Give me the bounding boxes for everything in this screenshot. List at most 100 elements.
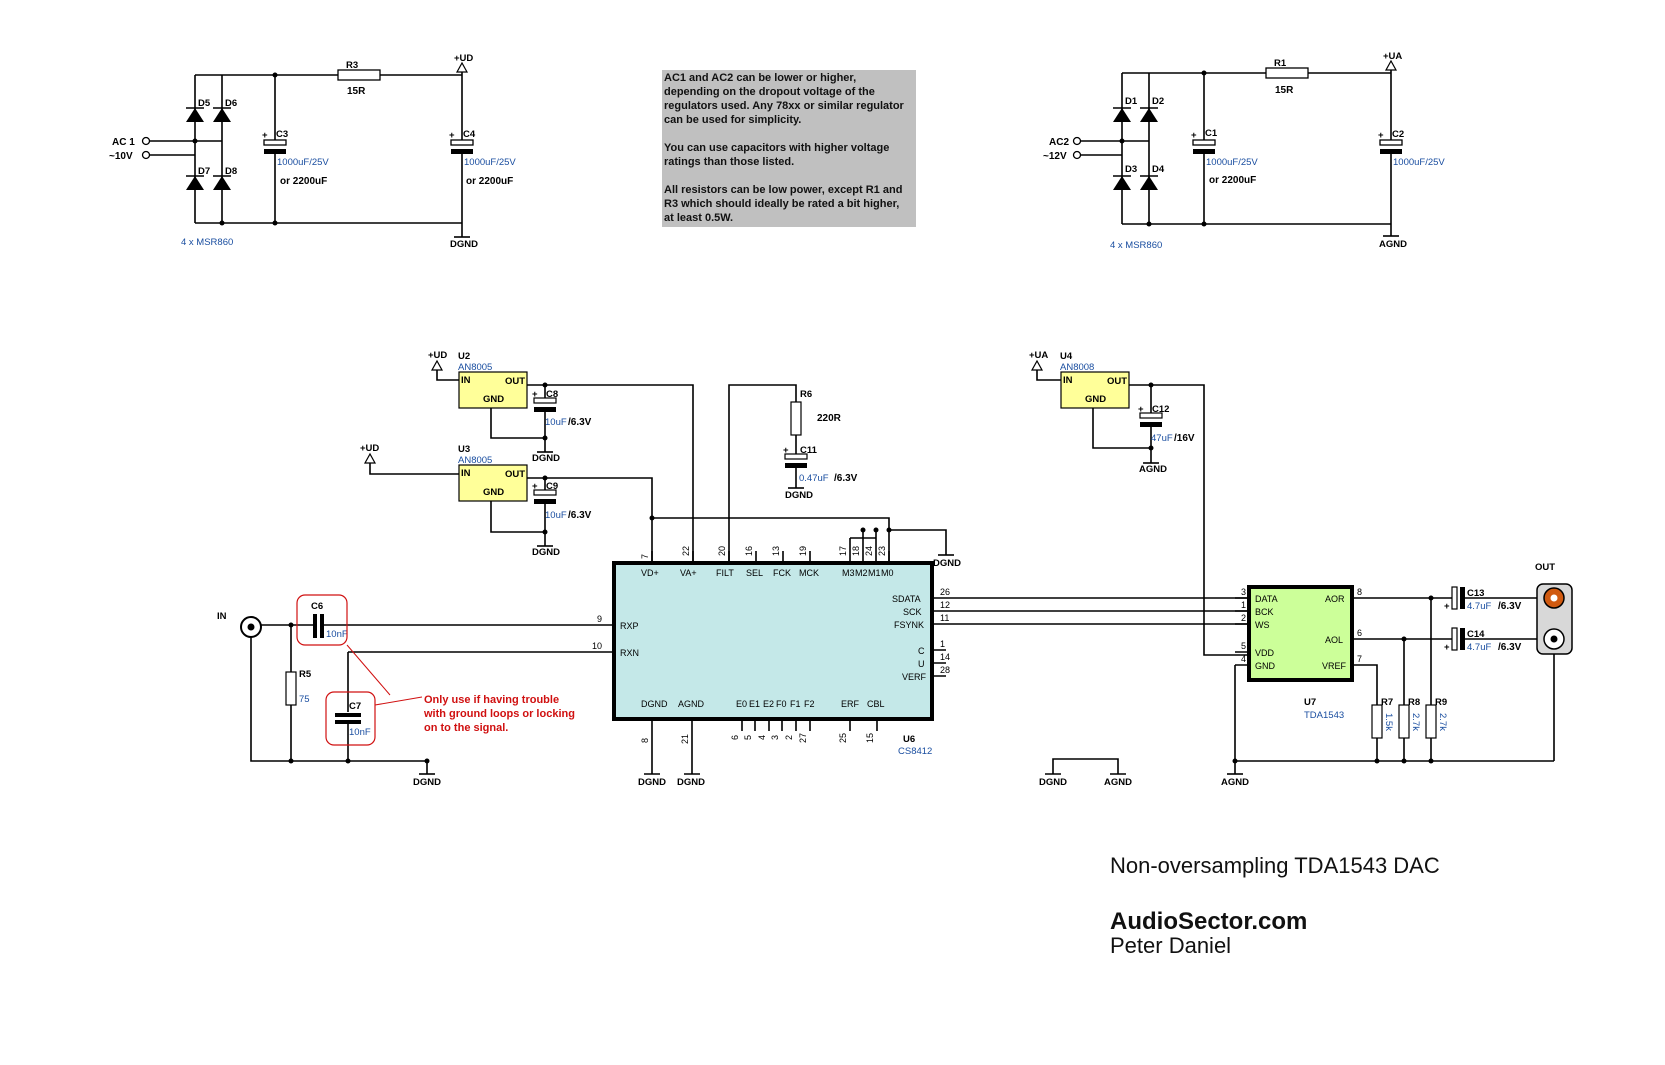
pin-number: 6 bbox=[1357, 628, 1362, 638]
ac1-terminal-a[interactable] bbox=[141, 136, 151, 146]
pin-number: 6 bbox=[730, 735, 740, 740]
receiver-ref: U6 bbox=[903, 734, 915, 745]
ac1-terminal-b[interactable] bbox=[141, 150, 151, 160]
c12-volt: /16V bbox=[1174, 433, 1195, 444]
ac2-terminal-b[interactable] bbox=[1072, 150, 1082, 160]
pin-number: 8 bbox=[1357, 587, 1362, 597]
c13-volt: /6.3V bbox=[1498, 601, 1522, 612]
capacitor-c3-plate bbox=[264, 149, 286, 154]
pin-number: 2 bbox=[1241, 613, 1246, 623]
note-line: regulators used. Any 78xx or similar reg… bbox=[664, 100, 905, 112]
spdif-input: IN C6 10nF R5 75 C7 10nF Only use if hav… bbox=[217, 594, 600, 788]
capacitor-c4-plate bbox=[451, 149, 473, 154]
ac2-terminal-a[interactable] bbox=[1072, 136, 1082, 146]
pin-number: 19 bbox=[798, 546, 808, 556]
regulator-u3-body bbox=[458, 464, 528, 502]
capacitor-c1-plate bbox=[1193, 149, 1215, 154]
c1-plus: + bbox=[1191, 130, 1197, 141]
diode-label: D5 bbox=[198, 98, 211, 109]
pin-number: 1 bbox=[1241, 600, 1246, 610]
diode-label: D8 bbox=[225, 166, 237, 177]
u4-pin-out: OUT bbox=[1107, 376, 1127, 387]
capacitor-c4 bbox=[450, 139, 474, 146]
u3-wires bbox=[490, 477, 653, 563]
pin-number: 8 bbox=[640, 738, 650, 743]
capacitor-c8-plate bbox=[534, 407, 556, 412]
resistor-r3 bbox=[337, 69, 381, 81]
pin-number: 17 bbox=[838, 546, 848, 556]
c1-value: 1000uF/25V bbox=[1206, 157, 1258, 168]
pin-number: 22 bbox=[681, 546, 691, 556]
c9-volt: /6.3V bbox=[568, 510, 592, 521]
c14-plus: + bbox=[1444, 642, 1450, 653]
pin-name: AOL bbox=[1325, 635, 1343, 645]
c12-name: C12 bbox=[1152, 404, 1169, 415]
c13-name: C13 bbox=[1467, 588, 1484, 599]
pin-name: U bbox=[918, 659, 925, 669]
pin-name: DATA bbox=[1255, 594, 1278, 604]
pin-number: 20 bbox=[717, 546, 727, 556]
rail-ua-arrow bbox=[1384, 59, 1398, 71]
receiver-top-ground-label: DGND bbox=[933, 558, 961, 569]
u4-rail-arrow bbox=[1030, 359, 1044, 371]
receiver-bottom-ground-label-a: DGND bbox=[638, 777, 666, 788]
c7-name: C7 bbox=[349, 701, 361, 712]
c4-value: 1000uF/25V bbox=[464, 157, 516, 168]
pin-name: WS bbox=[1255, 620, 1270, 630]
capacitor-c6-plate bbox=[320, 614, 324, 638]
c3-value: 1000uF/25V bbox=[277, 157, 329, 168]
r6-value: 220R bbox=[817, 413, 842, 424]
u2-wires bbox=[490, 384, 694, 563]
resistor-r1 bbox=[1265, 67, 1309, 79]
c8-name: C8 bbox=[546, 389, 558, 400]
pin-number: 7 bbox=[1357, 654, 1362, 664]
u2-rail: +UD bbox=[428, 350, 447, 361]
dac-ground-label: AGND bbox=[1221, 777, 1249, 788]
c14-volt: /6.3V bbox=[1498, 642, 1522, 653]
u3-ref: U3 bbox=[458, 444, 470, 455]
c9-plus: + bbox=[532, 481, 538, 492]
output-caps-wires bbox=[1465, 597, 1540, 640]
schematic-title: Non-oversampling TDA1543 DAC bbox=[1110, 853, 1440, 878]
diode-d1 bbox=[1113, 107, 1131, 122]
u2-ref: U2 bbox=[458, 351, 470, 362]
dac-left-stubs bbox=[1235, 597, 1249, 666]
resistor-r6 bbox=[790, 401, 802, 436]
output-jack-left-pin bbox=[1550, 635, 1558, 643]
diode-d3 bbox=[1113, 175, 1131, 190]
diode-d6 bbox=[213, 107, 231, 122]
c6-value: 10nF bbox=[326, 629, 348, 640]
u3-pin-gnd: GND bbox=[483, 487, 504, 498]
diode-part-note: 4 x MSR860 bbox=[1110, 240, 1162, 251]
capacitor-c6 bbox=[313, 614, 317, 638]
ac1-label: AC 1 bbox=[112, 137, 135, 148]
capacitor-c13-plate bbox=[1460, 587, 1465, 609]
u3-pin-in: IN bbox=[461, 468, 471, 479]
r9-name: R9 bbox=[1435, 697, 1447, 708]
pin-name: AGND bbox=[678, 699, 705, 709]
ground-link-wires bbox=[1045, 758, 1126, 775]
regulator-u2-body bbox=[458, 371, 528, 409]
c11-volt: /6.3V bbox=[834, 473, 858, 484]
pin-number: 1 bbox=[940, 639, 945, 649]
pin-number: 21 bbox=[680, 734, 690, 744]
input-ground-label: DGND bbox=[413, 777, 441, 788]
diode-label: D6 bbox=[225, 98, 237, 109]
receiver-top-stubs bbox=[651, 551, 890, 563]
capacitor-c2 bbox=[1379, 139, 1403, 146]
pin-name: M3 bbox=[842, 568, 855, 578]
dgnd-label: DGND bbox=[450, 239, 478, 250]
resistor-r8 bbox=[1398, 704, 1410, 739]
c7-highlight bbox=[325, 691, 376, 746]
capacitor-c13 bbox=[1451, 586, 1458, 610]
capacitor-c11-plate bbox=[785, 463, 807, 468]
pin-name: F1 bbox=[790, 699, 801, 709]
u3-input-wire bbox=[369, 455, 459, 475]
pin-name: FSYNK bbox=[894, 620, 924, 630]
r5-name: R5 bbox=[299, 669, 312, 680]
dac-part: TDA1543 bbox=[1304, 710, 1344, 721]
pin-name: SCK bbox=[903, 607, 922, 617]
annotation-pointer bbox=[346, 644, 423, 706]
u4-pin-gnd: GND bbox=[1085, 394, 1106, 405]
output-label: OUT bbox=[1535, 562, 1555, 573]
